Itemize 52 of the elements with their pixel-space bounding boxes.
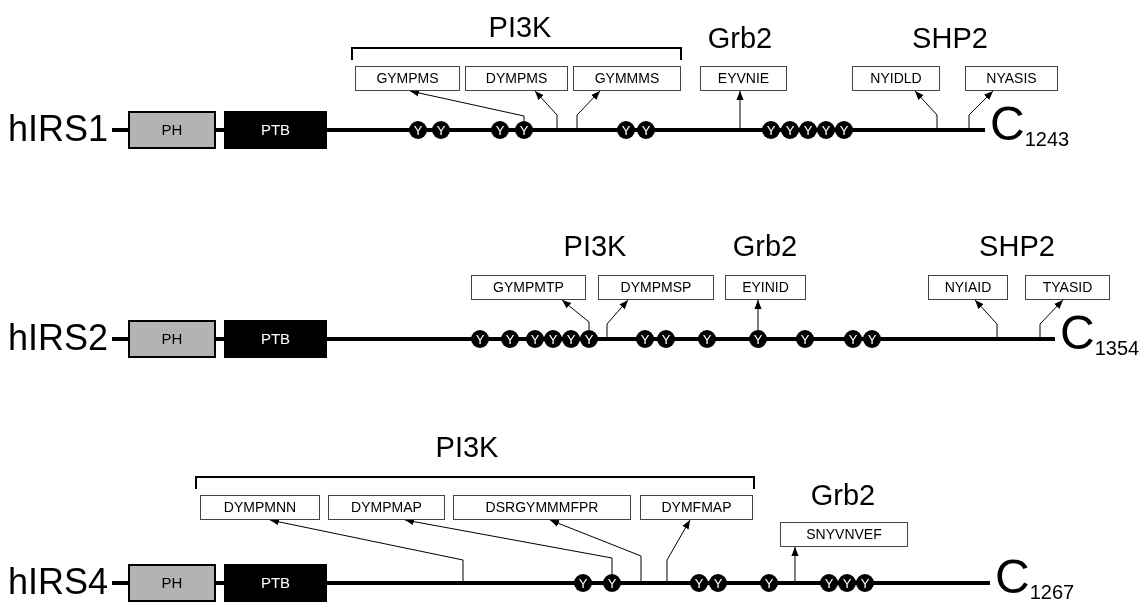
ph-domain-box: PH xyxy=(128,320,216,358)
motif-box: DYMFMAP xyxy=(640,495,753,520)
protein-name: hIRS4 xyxy=(8,564,109,600)
binding-partner-label: SHP2 xyxy=(912,24,988,53)
c-terminus-label: C$_{1354}$ xyxy=(1060,309,1140,357)
arrow xyxy=(791,546,799,582)
arrow xyxy=(968,90,994,129)
motif-box: DYMPMSP xyxy=(598,275,714,300)
arrow xyxy=(666,519,691,582)
protein-name: hIRS2 xyxy=(8,320,109,356)
arrow xyxy=(409,89,525,122)
motif-box: DSRGYMMMFPR xyxy=(453,495,631,520)
arrow xyxy=(534,90,558,129)
arrow xyxy=(269,518,464,582)
arrow xyxy=(606,299,629,338)
arrow xyxy=(561,299,590,331)
arrow xyxy=(576,90,601,129)
motif-box: NYIDLD xyxy=(852,66,940,91)
arrow xyxy=(974,299,998,338)
ph-domain-box: PH xyxy=(128,564,216,602)
binding-partner-label: PI3K xyxy=(435,433,499,462)
ptb-domain-box: PTB xyxy=(224,111,327,149)
motif-box: DYMPMAP xyxy=(328,495,445,520)
motif-box: GYMMMS xyxy=(573,66,681,91)
motif-box: TYASID xyxy=(1025,275,1110,300)
motif-box: EYVNIE xyxy=(700,66,787,91)
motif-box: NYASIS xyxy=(965,66,1058,91)
arrow xyxy=(549,519,642,582)
binding-partner-label: Grb2 xyxy=(732,232,798,261)
ptb-domain-box: PTB xyxy=(224,564,327,602)
arrow xyxy=(736,90,744,129)
motif-box: DYMPMNN xyxy=(200,495,320,520)
arrow xyxy=(404,518,613,575)
arrow xyxy=(1039,299,1064,338)
binding-partner-label: Grb2 xyxy=(810,481,876,510)
motif-box: DYMPMS xyxy=(465,66,568,91)
c-terminus-label: C$_{1243}$ xyxy=(990,100,1070,148)
motif-box: GYMPMTP xyxy=(471,275,586,300)
protein-name: hIRS1 xyxy=(8,111,109,147)
motif-box: GYMPMS xyxy=(355,66,460,91)
binding-partner-label: PI3K xyxy=(563,232,627,261)
motif-box: SNYVNVEF xyxy=(780,522,908,547)
binding-partner-label: SHP2 xyxy=(979,232,1055,261)
arrow xyxy=(914,90,938,129)
motif-box: EYINID xyxy=(725,275,806,300)
ph-domain-box: PH xyxy=(128,111,216,149)
motif-box: NYIAID xyxy=(928,275,1008,300)
binding-partner-label: Grb2 xyxy=(707,24,773,53)
ptb-domain-box: PTB xyxy=(224,320,327,358)
arrow xyxy=(754,299,762,331)
binding-partner-label: PI3K xyxy=(488,13,552,42)
c-terminus-label: C$_{1267}$ xyxy=(995,553,1075,601)
